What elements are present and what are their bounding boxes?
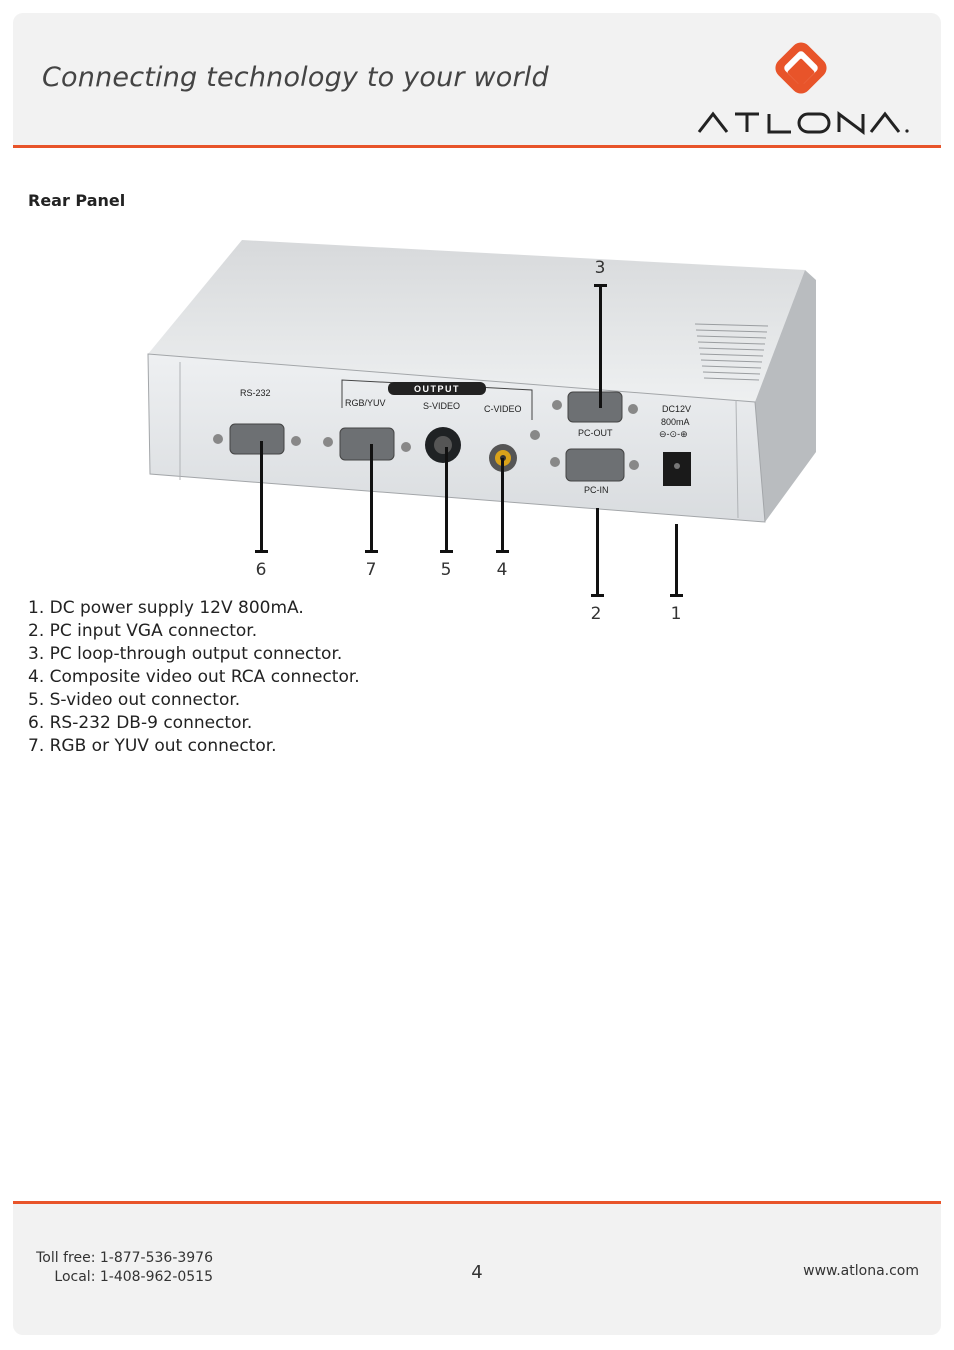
callout-1-line [675,524,678,596]
atlona-logo-icon [775,42,827,94]
callout-1-cap [670,594,683,597]
callout-3: 3 [594,258,606,278]
callout-2-cap [591,594,604,597]
toll-free-number: Toll free: 1-877-536-3976 [36,1250,213,1266]
callout-2-line [596,508,599,596]
callout-4: 4 [496,560,508,580]
website-link[interactable]: www.atlona.com [803,1263,919,1279]
legend-item: 1. DC power supply 12V 800mA. [28,598,304,618]
callout-3-line [599,284,602,408]
legend-item: 4. Composite video out RCA connector. [28,667,360,687]
rgbyuv-label: RGB/YUV [345,398,386,408]
callout-1: 1 [670,604,682,624]
header-tagline: Connecting technology to your world [42,62,549,93]
cvideo-label: C-VIDEO [484,404,522,414]
callout-4-cap [496,550,509,553]
header-rule [13,145,941,148]
callout-7: 7 [365,560,377,580]
callout-6: 6 [255,560,267,580]
legend-item: 5. S-video out connector. [28,690,241,710]
callout-7-cap [365,550,378,553]
rs232-label: RS-232 [240,388,271,398]
legend-item: 3. PC loop-through output connector. [28,644,343,664]
dc-voltage-label: DC12V [662,404,691,414]
footer-phone: Toll free: 1-877-536-3976 Local: 1-408-9… [35,1249,213,1287]
dc-current-label: 800mA [661,417,690,427]
callout-7-line [370,444,373,553]
page-number: 4 [471,1262,483,1283]
connector-legend: 1. DC power supply 12V 800mA. 2. PC inpu… [28,597,360,758]
callout-6-line [260,441,263,553]
callout-2: 2 [590,604,602,624]
page-footer [13,1204,941,1335]
output-label: OUTPUT [414,384,460,394]
rear-panel-photo: RS-232 OUTPUT RGB/YUV S-VIDEO C-VIDEO PC… [147,240,816,523]
callout-5: 5 [440,560,452,580]
pcout-label: PC-OUT [578,428,613,438]
callout-6-cap [255,550,268,553]
pcin-label: PC-IN [584,485,609,495]
legend-item: 2. PC input VGA connector. [28,621,258,641]
section-title: Rear Panel [28,191,126,210]
legend-item: 6. RS-232 DB-9 connector. [28,713,253,733]
atlona-wordmark [697,111,909,135]
footer-rule [13,1201,941,1204]
svg-text:⊖-⊙-⊕: ⊖-⊙-⊕ [659,429,688,439]
callout-5-line [445,447,448,553]
callout-4-line [501,458,504,553]
svideo-label: S-VIDEO [423,401,460,411]
callout-5-cap [440,550,453,553]
local-number: Local: 1-408-962-0515 [54,1269,213,1285]
legend-item: 7. RGB or YUV out connector. [28,736,277,756]
